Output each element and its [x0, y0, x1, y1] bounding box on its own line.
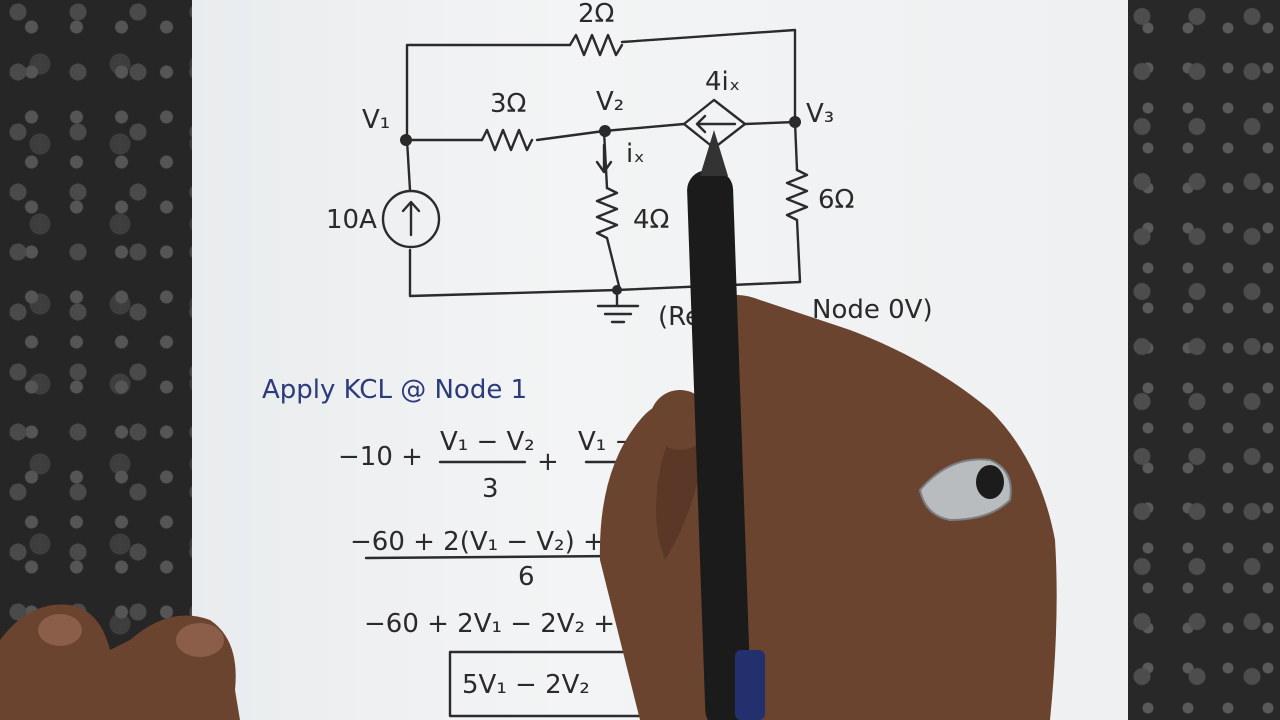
eq3: −60 + 2V₁ − 2V₂ + — [364, 609, 615, 639]
left-hand — [0, 604, 240, 720]
eq2-numerator: −60 + 2(V₁ − V₂) + 3 — [350, 527, 630, 557]
ring-stone — [976, 465, 1004, 499]
label-reference-note-tail: Node 0V) — [812, 295, 933, 325]
eq1-plus: + — [537, 447, 559, 477]
label-r-2g: 4Ω — [633, 205, 669, 235]
wire-node3-down — [793, 120, 799, 172]
label-r-3g: 6Ω — [818, 185, 854, 215]
wire-3ohm-to-node2 — [535, 120, 797, 142]
wire-bottom — [408, 248, 802, 298]
label-dependent-source: 4iₓ — [705, 67, 740, 97]
countertop-right — [1120, 0, 1280, 720]
label-source-current: 10A — [326, 205, 377, 235]
label-r-12: 3Ω — [490, 89, 526, 119]
label-node2: V₂ — [596, 87, 624, 117]
resistor-2ohm — [568, 33, 624, 57]
label-r-top: 2Ω — [578, 0, 614, 29]
node3-dot — [789, 116, 801, 128]
eq2-denominator: 6 — [518, 562, 535, 592]
ground-node-dot — [612, 285, 622, 295]
resistor-6ohm — [785, 168, 809, 284]
pen — [687, 170, 752, 720]
resistor-4ohm — [595, 186, 622, 292]
label-ix: iₓ — [626, 139, 645, 169]
label-node3: V₃ — [806, 99, 834, 129]
node1-dot — [400, 134, 412, 146]
resistor-3ohm — [480, 128, 534, 152]
left-fingernail — [38, 614, 82, 646]
node2-dot — [599, 125, 611, 137]
current-source-arrow — [401, 200, 421, 237]
pen-clip — [735, 650, 765, 720]
wire-top — [405, 28, 797, 137]
eq1-denominator: 3 — [482, 474, 499, 504]
circuit-diagram: 2Ω 3Ω 4Ω 6Ω 10A 4iₓ iₓ V₁ V₂ V₃ (Re Node… — [326, 0, 933, 332]
eq1-lead: −10 + — [338, 442, 423, 472]
countertop-left — [0, 0, 215, 720]
hand-overlay — [0, 130, 1057, 720]
wire-node2-down — [602, 129, 609, 190]
pen-tip — [700, 130, 728, 176]
eq4: 5V₁ − 2V₂ — [462, 670, 590, 700]
label-node1: V₁ — [362, 105, 390, 135]
left-thumbnail — [176, 623, 224, 657]
current-source-circle — [381, 189, 441, 249]
equations: Apply KCL @ Node 1 −10 + V₁ − V₂ 3 + V₁ … — [262, 375, 663, 718]
eq1-numerator: V₁ − V₂ — [440, 427, 535, 457]
wire-node1-to-source — [405, 138, 412, 192]
eq2-fraction-bar — [364, 554, 622, 560]
ix-arrow — [595, 143, 613, 174]
dependent-source-arrow — [695, 114, 737, 134]
dependent-source-diamond — [682, 98, 747, 150]
ground-symbol — [596, 288, 640, 324]
kcl-heading: Apply KCL @ Node 1 — [262, 375, 527, 405]
